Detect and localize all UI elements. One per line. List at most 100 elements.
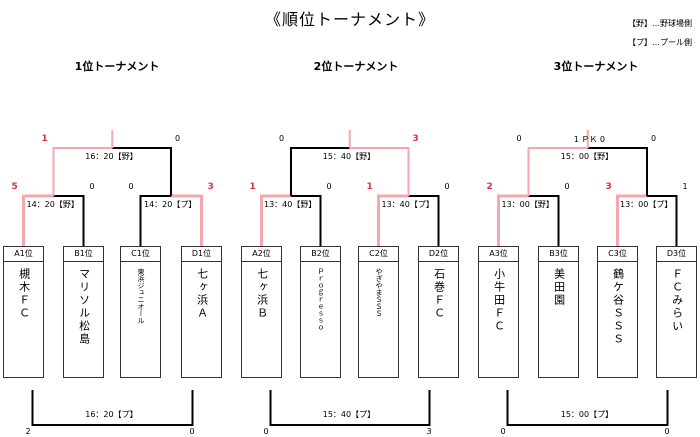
score: 0 bbox=[326, 182, 332, 191]
score: 1 bbox=[682, 182, 688, 191]
team-box: A2位七ヶ浜Ｂ bbox=[241, 246, 282, 378]
seed-label: C3位 bbox=[598, 247, 637, 262]
team-name: 七ヶ浜Ａ bbox=[195, 268, 209, 320]
legend-item-baseball: 【野】…野球場側 bbox=[628, 19, 692, 28]
score: 0 bbox=[89, 182, 95, 191]
match-time: 14：20【野】 bbox=[25, 199, 80, 210]
match-time: 15：40【プ】 bbox=[321, 409, 377, 420]
pk-score: 1 ＰＫ 0 bbox=[573, 135, 606, 144]
match-time: 15：00【野】 bbox=[559, 151, 615, 162]
final-line bbox=[112, 147, 172, 196]
match-time: 15：00【プ】 bbox=[559, 409, 615, 420]
score: 0 bbox=[279, 134, 285, 143]
team-box: C3位鶴ケ谷ＳＳＳ bbox=[597, 246, 638, 378]
team-name: 小牛田ＦＣ bbox=[492, 268, 506, 333]
section-title: 1位トーナメント bbox=[74, 60, 160, 73]
third-place-line bbox=[506, 390, 669, 426]
team-box: B3位美田園 bbox=[538, 246, 579, 378]
team-box: D2位石巻ＦＣ bbox=[418, 246, 459, 378]
semi-line bbox=[171, 194, 203, 246]
final-line bbox=[587, 147, 648, 196]
semi-line bbox=[22, 194, 54, 246]
final-line bbox=[349, 147, 410, 196]
final-line bbox=[290, 147, 350, 196]
semi-line bbox=[260, 194, 291, 246]
semi-line bbox=[528, 195, 560, 246]
match-time: 13：40【プ】 bbox=[380, 199, 435, 210]
match-time: 16：20【プ】 bbox=[84, 409, 139, 420]
score: 5 bbox=[11, 182, 18, 192]
semi-line bbox=[647, 195, 678, 246]
team-name: ＦＣみらい bbox=[670, 268, 684, 333]
seed-label: A1位 bbox=[4, 247, 43, 262]
section-title: 2位トーナメント bbox=[313, 60, 399, 73]
team-name: 美田園 bbox=[552, 268, 566, 307]
score: 0 bbox=[444, 182, 450, 191]
team-name: やぎやまＳＳＳ bbox=[375, 268, 384, 317]
team-name: 東浜ジュニオール bbox=[137, 268, 146, 324]
score: 2 bbox=[486, 182, 493, 192]
seed-label: D2位 bbox=[419, 247, 458, 262]
semi-line bbox=[616, 194, 647, 246]
match-time: 15：40【野】 bbox=[321, 151, 377, 162]
seed-label: C1位 bbox=[121, 247, 160, 262]
team-name: 鶴ケ谷ＳＳＳ bbox=[611, 268, 625, 346]
seed-label: B3位 bbox=[539, 247, 578, 262]
score: 0 bbox=[500, 427, 506, 436]
score: 3 bbox=[412, 134, 419, 144]
match-time: 13：00【野】 bbox=[500, 199, 555, 210]
score: 0 bbox=[128, 182, 134, 191]
score: 0 bbox=[189, 427, 195, 436]
seed-label: B1位 bbox=[64, 247, 103, 262]
seed-label: C2位 bbox=[359, 247, 398, 262]
seed-label: A2位 bbox=[242, 247, 281, 262]
team-box: C1位東浜ジュニオール bbox=[120, 246, 161, 378]
score: 0 bbox=[651, 134, 657, 143]
section-title: 3位トーナメント bbox=[553, 60, 639, 73]
score: 3 bbox=[207, 182, 214, 192]
score: 0 bbox=[564, 182, 570, 191]
score: 3 bbox=[605, 182, 612, 192]
semi-line bbox=[53, 195, 85, 246]
team-box: B1位マリソル松島 bbox=[63, 246, 104, 378]
semi-line bbox=[497, 194, 529, 246]
team-box: D3位 ＦＣみらい bbox=[656, 246, 697, 378]
team-box: B2位 Ｐｒｏｇｒｅｓｓｏ bbox=[300, 246, 341, 378]
semi-line bbox=[408, 195, 440, 246]
match-time: 14：20【プ】 bbox=[143, 199, 198, 210]
seed-label: D1位 bbox=[182, 247, 221, 262]
team-box: A1位槻木ＦＣ bbox=[3, 246, 44, 378]
score: 3 bbox=[426, 427, 432, 436]
final-line bbox=[527, 147, 588, 196]
match-time: 16：20【野】 bbox=[84, 151, 139, 162]
seed-label: B2位 bbox=[301, 247, 340, 262]
score: 1 bbox=[249, 182, 256, 192]
semi-line bbox=[139, 195, 171, 246]
legend: 【野】…野球場側 【プ】…プール側 bbox=[628, 14, 692, 52]
team-box: C2位やぎやまＳＳＳ bbox=[358, 246, 399, 378]
team-name: マリソル松島 bbox=[77, 268, 91, 346]
semi-line bbox=[291, 195, 322, 246]
final-line bbox=[52, 147, 113, 196]
team-name: 槻木ＦＣ bbox=[17, 268, 31, 320]
score: 0 bbox=[664, 427, 670, 436]
team-box: A3位小牛田ＦＣ bbox=[478, 246, 519, 378]
semi-line bbox=[377, 194, 409, 246]
match-time: 13：40【野】 bbox=[263, 199, 318, 210]
score: 0 bbox=[263, 427, 269, 436]
score: 1 bbox=[366, 182, 373, 192]
team-box: D1位七ヶ浜Ａ bbox=[181, 246, 222, 378]
team-name: 石巻ＦＣ bbox=[432, 268, 446, 320]
score: 2 bbox=[25, 427, 31, 436]
seed-label: D3位 bbox=[657, 247, 696, 262]
page-title: 《順位トーナメント》 bbox=[264, 10, 435, 29]
team-name: Ｐｒｏｇｒｅｓｓｏ bbox=[317, 268, 326, 331]
score: 1 bbox=[41, 134, 48, 144]
third-place-line bbox=[269, 390, 431, 426]
seed-label: A3位 bbox=[479, 247, 518, 262]
legend-item-pool: 【プ】…プール側 bbox=[628, 38, 692, 47]
score: 0 bbox=[175, 134, 181, 143]
score: 0 bbox=[516, 134, 522, 143]
third-place-line bbox=[31, 390, 194, 426]
